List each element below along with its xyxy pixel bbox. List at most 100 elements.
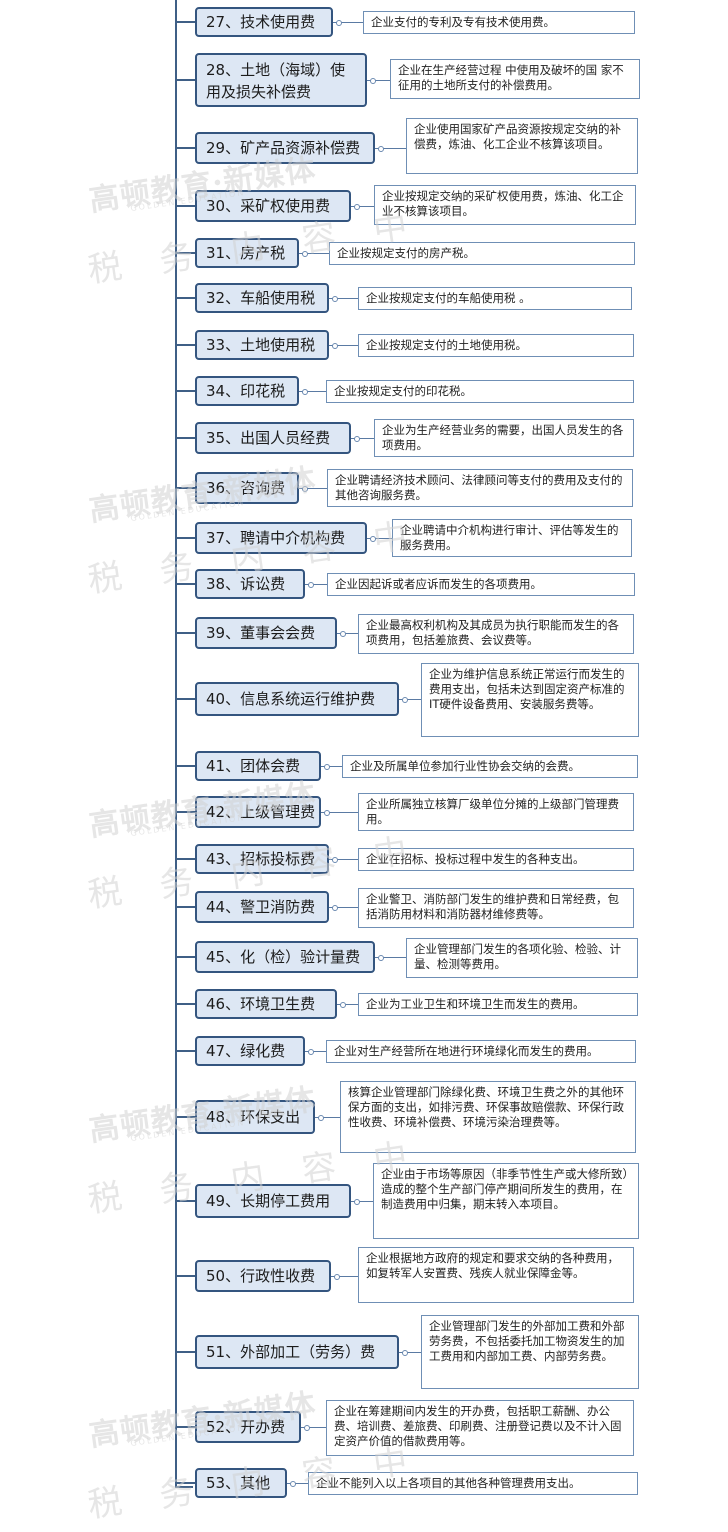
topic-description: 企业因起诉或者应诉而发生的各项费用。	[327, 573, 635, 596]
topic-node[interactable]: 37、聘请中介机构费	[195, 522, 367, 554]
topic-node[interactable]: 30、采矿权使用费	[195, 190, 351, 222]
branch-line	[177, 1003, 195, 1005]
topic-description: 企业为工业卫生和环境卫生而发生的费用。	[358, 993, 638, 1016]
connector-line	[333, 22, 363, 23]
branch-line	[177, 297, 195, 299]
connector-line	[399, 699, 421, 700]
branch-line	[177, 765, 195, 767]
collapse-toggle-icon[interactable]	[402, 697, 408, 703]
topic-node[interactable]: 31、房产税	[195, 238, 299, 268]
topic-node[interactable]: 36、咨询费	[195, 472, 299, 504]
topic-description: 企业按规定支付的土地使用税。	[358, 334, 634, 357]
topic-node[interactable]: 35、出国人员经费	[195, 422, 351, 454]
collapse-toggle-icon[interactable]	[370, 536, 376, 542]
topic-node[interactable]: 43、招标投标费	[195, 844, 329, 874]
topic-description: 企业按规定支付的房产税。	[329, 242, 635, 265]
collapse-toggle-icon[interactable]	[354, 204, 360, 210]
connector-line	[367, 538, 392, 539]
topic-node[interactable]: 32、车船使用税	[195, 283, 329, 313]
topic-node[interactable]: 27、技术使用费	[195, 7, 333, 37]
topic-node[interactable]: 51、外部加工（劳务）费	[195, 1335, 399, 1369]
collapse-toggle-icon[interactable]	[302, 486, 308, 492]
topic-node[interactable]: 40、信息系统运行维护费	[195, 682, 399, 716]
collapse-toggle-icon[interactable]	[378, 955, 384, 961]
topic-description: 企业管理部门发生的各项化验、检验、计量、检测等费用。	[406, 938, 638, 978]
collapse-toggle-icon[interactable]	[324, 810, 330, 816]
connector-line	[301, 1427, 326, 1428]
collapse-toggle-icon[interactable]	[302, 389, 308, 395]
topic-node[interactable]: 49、长期停工费用	[195, 1184, 351, 1218]
connector-line	[299, 253, 329, 254]
connector-line	[321, 766, 342, 767]
collapse-toggle-icon[interactable]	[334, 1274, 340, 1280]
topic-node[interactable]: 45、化（检）验计量费	[195, 941, 375, 973]
collapse-toggle-icon[interactable]	[304, 1425, 310, 1431]
collapse-toggle-icon[interactable]	[332, 857, 338, 863]
connector-line	[299, 488, 327, 489]
topic-node[interactable]: 38、诉讼费	[195, 569, 305, 599]
connector-line	[329, 298, 358, 299]
connector-line	[375, 148, 406, 149]
connector-line	[305, 1051, 326, 1052]
collapse-toggle-icon[interactable]	[332, 296, 338, 302]
collapse-toggle-icon[interactable]	[340, 631, 346, 637]
collapse-toggle-icon[interactable]	[308, 1049, 314, 1055]
branch-line	[177, 811, 195, 813]
mindmap-spine	[175, 0, 177, 1488]
connector-line	[305, 584, 327, 585]
collapse-toggle-icon[interactable]	[332, 343, 338, 349]
branch-line	[177, 252, 195, 254]
collapse-toggle-icon[interactable]	[290, 1481, 296, 1487]
collapse-toggle-icon[interactable]	[354, 436, 360, 442]
topic-description: 企业按规定支付的车船使用税 。	[358, 287, 632, 310]
branch-line	[177, 344, 195, 346]
collapse-toggle-icon[interactable]	[332, 905, 338, 911]
topic-node[interactable]: 34、印花税	[195, 376, 299, 406]
connector-line	[337, 633, 358, 634]
collapse-toggle-icon[interactable]	[302, 251, 308, 257]
branch-line	[177, 1275, 195, 1277]
topic-description: 企业按规定支付的印花税。	[326, 380, 634, 403]
topic-node[interactable]: 50、行政性收费	[195, 1260, 331, 1292]
connector-line	[331, 1276, 358, 1277]
topic-description: 企业按规定交纳的采矿权使用费，炼油、化工企业不核算该项目。	[374, 185, 636, 225]
topic-node[interactable]: 47、绿化费	[195, 1036, 305, 1066]
collapse-toggle-icon[interactable]	[340, 1002, 346, 1008]
topic-node[interactable]: 29、矿产品资源补偿费	[195, 132, 375, 164]
collapse-toggle-icon[interactable]	[378, 146, 384, 152]
topic-description: 企业使用国家矿产品资源按规定交纳的补偿费，炼油、化工企业不核算该项目。	[406, 118, 638, 174]
collapse-toggle-icon[interactable]	[318, 1115, 324, 1121]
branch-line	[177, 906, 195, 908]
connector-line	[299, 391, 326, 392]
topic-node[interactable]: 52、开办费	[195, 1411, 301, 1443]
topic-node[interactable]: 28、土地（海域）使用及损失补偿费	[195, 53, 367, 107]
topic-node[interactable]: 42、上级管理费	[195, 796, 321, 828]
branch-line	[177, 1200, 195, 1202]
collapse-toggle-icon[interactable]	[354, 1199, 360, 1205]
branch-line	[177, 21, 195, 23]
collapse-toggle-icon[interactable]	[370, 78, 376, 84]
topic-node[interactable]: 44、警卫消防费	[195, 891, 329, 923]
branch-line	[177, 79, 195, 81]
topic-node[interactable]: 46、环境卫生费	[195, 989, 337, 1019]
topic-description: 企业所属独立核算厂级单位分摊的上级部门管理费用。	[358, 793, 634, 831]
branch-line	[177, 205, 195, 207]
connector-line	[351, 438, 374, 439]
collapse-toggle-icon[interactable]	[324, 764, 330, 770]
collapse-toggle-icon[interactable]	[308, 582, 314, 588]
branch-line	[177, 1426, 195, 1428]
topic-description: 企业最高权利机构及其成员为执行职能而发生的各项费用，包括差旅费、会议费等。	[358, 614, 634, 654]
topic-node[interactable]: 53、其他	[195, 1468, 287, 1498]
branch-line	[177, 858, 195, 860]
topic-node[interactable]: 48、环保支出	[195, 1100, 315, 1134]
topic-description: 企业在招标、投标过程中发生的各种支出。	[358, 848, 634, 871]
topic-node[interactable]: 39、董事会会费	[195, 617, 337, 649]
branch-line	[177, 583, 195, 585]
collapse-toggle-icon[interactable]	[402, 1350, 408, 1356]
branch-line	[177, 956, 195, 958]
collapse-toggle-icon[interactable]	[336, 20, 342, 26]
topic-node[interactable]: 33、土地使用税	[195, 330, 329, 360]
topic-description: 企业在生产经营过程 中使用及破坏的国 家不征用的土地所支付的补偿费用。	[390, 59, 640, 99]
topic-node[interactable]: 41、团体会费	[195, 751, 321, 781]
connector-line	[399, 1352, 421, 1353]
